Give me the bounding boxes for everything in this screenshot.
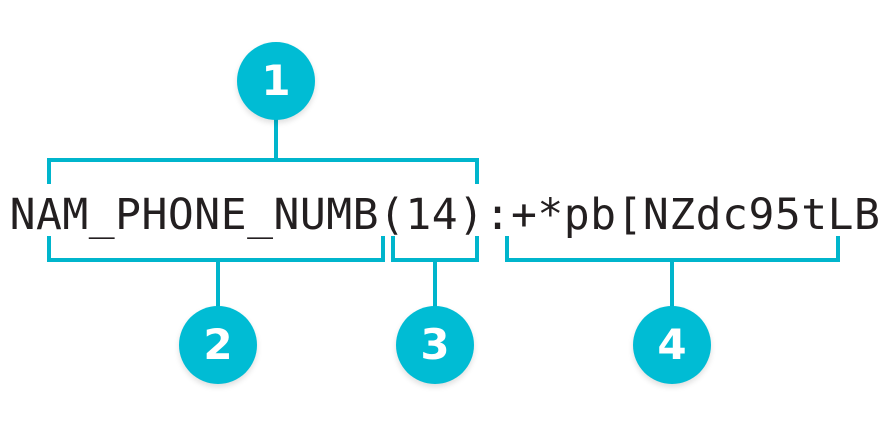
callout-badge-4[interactable]: 4 — [633, 306, 711, 384]
bracket-tick-left — [505, 236, 509, 262]
bracket-tick-left — [47, 236, 51, 262]
bracket-tick-right — [381, 236, 385, 262]
bracket-tick-right — [475, 236, 479, 262]
bracket-tick-right — [475, 158, 479, 184]
bracket-bar — [47, 158, 479, 162]
callout-badge-2[interactable]: 2 — [179, 306, 257, 384]
bracket-callout-2 — [47, 236, 385, 262]
callout-badge-1[interactable]: 1 — [237, 42, 315, 120]
token-string: NAM_PHONE_NUMB(14):+*pb[NZdc95tLB — [9, 190, 881, 240]
callout-stem-4 — [670, 260, 674, 310]
bracket-bar — [505, 258, 840, 262]
bracket-bar — [391, 258, 479, 262]
bracket-tick-left — [391, 236, 395, 262]
bracket-tick-left — [47, 158, 51, 184]
callout-stem-1 — [274, 118, 278, 162]
callout-stem-2 — [216, 260, 220, 310]
callout-badge-3[interactable]: 3 — [396, 306, 474, 384]
bracket-bar — [47, 258, 385, 262]
bracket-callout-4 — [505, 236, 840, 262]
bracket-tick-right — [836, 236, 840, 262]
bracket-callout-1 — [47, 158, 479, 184]
callout-stem-3 — [433, 260, 437, 310]
bracket-callout-3 — [391, 236, 479, 262]
